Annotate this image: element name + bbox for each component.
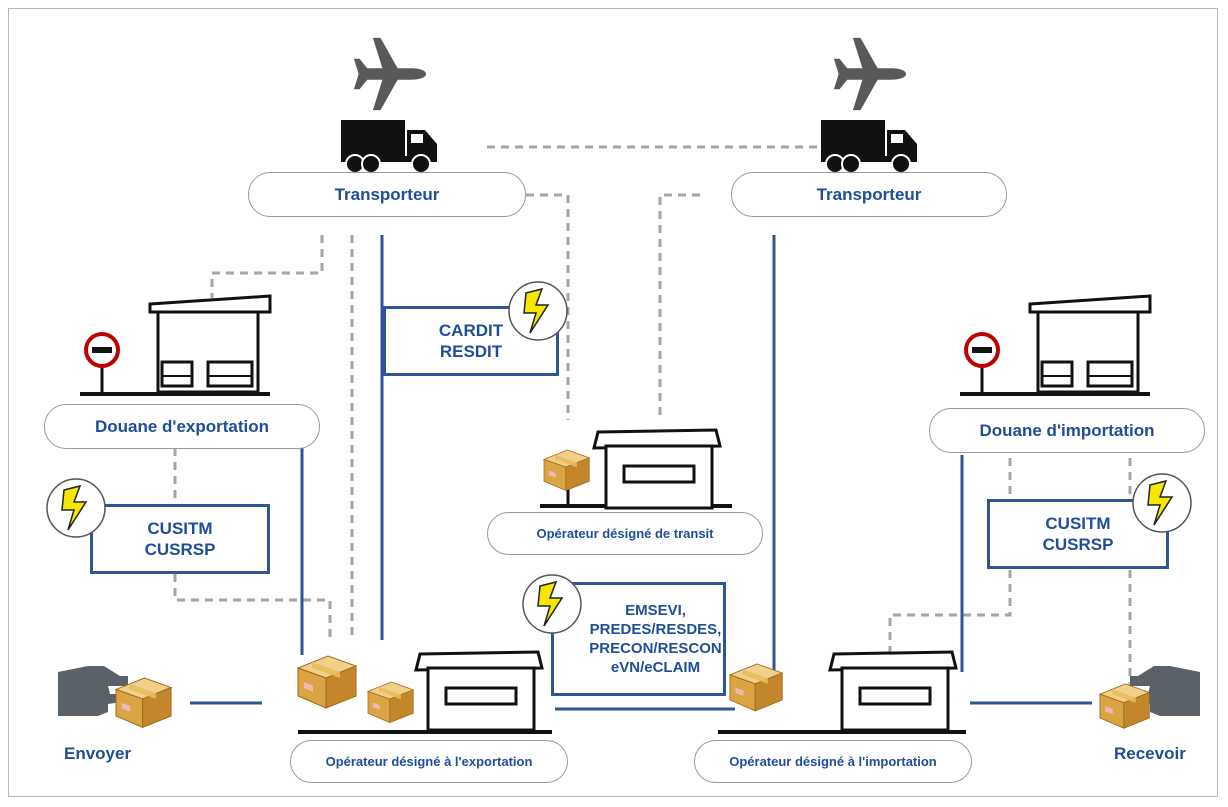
customs-building-icon xyxy=(958,294,1152,396)
node-label: Opérateur désigné à l'exportation xyxy=(325,754,533,769)
post-office-icon xyxy=(828,650,958,732)
truck-icon xyxy=(340,119,438,174)
message-label: CUSRSP xyxy=(1042,535,1114,554)
export-operator-node: Opérateur désigné à l'exportation xyxy=(290,740,568,783)
message-label: RESDIT xyxy=(439,342,503,361)
dashed-links xyxy=(173,145,1132,688)
sender-label: Envoyer xyxy=(64,744,132,763)
parcel-icon xyxy=(543,449,590,491)
import-customs-node: Douane d'importation xyxy=(929,408,1205,453)
airplane-icon xyxy=(353,37,427,111)
export-customs-message-box: CUSITM CUSRSP xyxy=(90,504,270,574)
node-label: Opérateur désigné de transit xyxy=(536,526,714,541)
import-customs-message-box: CUSITM CUSRSP xyxy=(987,499,1169,569)
carrier-left-node: Transporteur xyxy=(248,172,526,217)
message-label: CUSITM xyxy=(1045,514,1111,533)
node-label: Douane d'exportation xyxy=(94,416,270,436)
import-operator-node: Opérateur désigné à l'importation xyxy=(694,740,972,783)
node-label: Transporteur xyxy=(334,184,440,204)
export-customs-node: Douane d'exportation xyxy=(44,404,320,449)
parcel-icon xyxy=(1099,683,1150,729)
receiver-label: Recevoir xyxy=(1114,744,1186,763)
diagram-frame xyxy=(8,8,1218,797)
post-office-icon xyxy=(414,650,544,732)
node-label: Douane d'importation xyxy=(979,420,1155,440)
message-label: CUSITM xyxy=(147,519,213,538)
airplane-icon xyxy=(833,37,907,111)
message-label: EMSEVI, xyxy=(625,602,686,619)
cardit-resdit-box: CARDIT RESDIT xyxy=(383,306,559,376)
parcel-icon xyxy=(729,663,783,712)
message-lines xyxy=(190,235,1092,711)
post-office-icon xyxy=(592,428,722,510)
operator-message-box: EMSEVI, PREDES/RESDES, PRECON/RESCON eVN… xyxy=(551,582,726,696)
node-label: Transporteur xyxy=(816,184,922,204)
customs-building-icon xyxy=(78,294,272,396)
node-label: Opérateur désigné à l'importation xyxy=(729,754,937,769)
message-label: CARDIT xyxy=(438,321,504,340)
parcel-icon xyxy=(367,681,414,723)
message-label: PRECON/RESCON xyxy=(589,640,722,657)
message-label: PREDES/RESDES, xyxy=(589,621,722,638)
carrier-right-node: Transporteur xyxy=(731,172,1007,217)
parcel-icon xyxy=(297,655,357,709)
message-label: CUSRSP xyxy=(144,540,216,559)
message-label: eVN/eCLAIM xyxy=(610,659,701,676)
truck-icon xyxy=(820,119,918,174)
transit-operator-node: Opérateur désigné de transit xyxy=(487,512,763,555)
